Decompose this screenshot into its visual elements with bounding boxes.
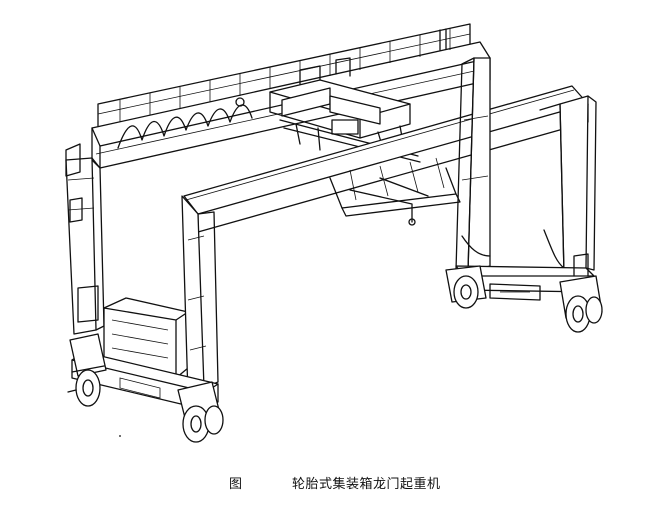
speck (119, 435, 121, 437)
trolley (235, 57, 421, 163)
rear-walkway-railing (97, 23, 471, 149)
right-wheel-bogie-rear (445, 265, 487, 309)
right-wheel-bogie-front (559, 253, 603, 333)
figure-caption: 图 轮胎式集装箱龙门起重机 (0, 473, 657, 493)
left-wheel-bogie-rear (67, 333, 107, 407)
left-wheel-bogie-front (177, 381, 224, 443)
left-rear-leg (65, 143, 105, 335)
front-left-leg (181, 195, 219, 397)
right-front-leg (539, 95, 597, 275)
right-rear-leg (455, 57, 491, 273)
figure-caption-text: 轮胎式集装箱龙门起重机 (292, 477, 441, 492)
figure-label: 图 (229, 477, 243, 492)
